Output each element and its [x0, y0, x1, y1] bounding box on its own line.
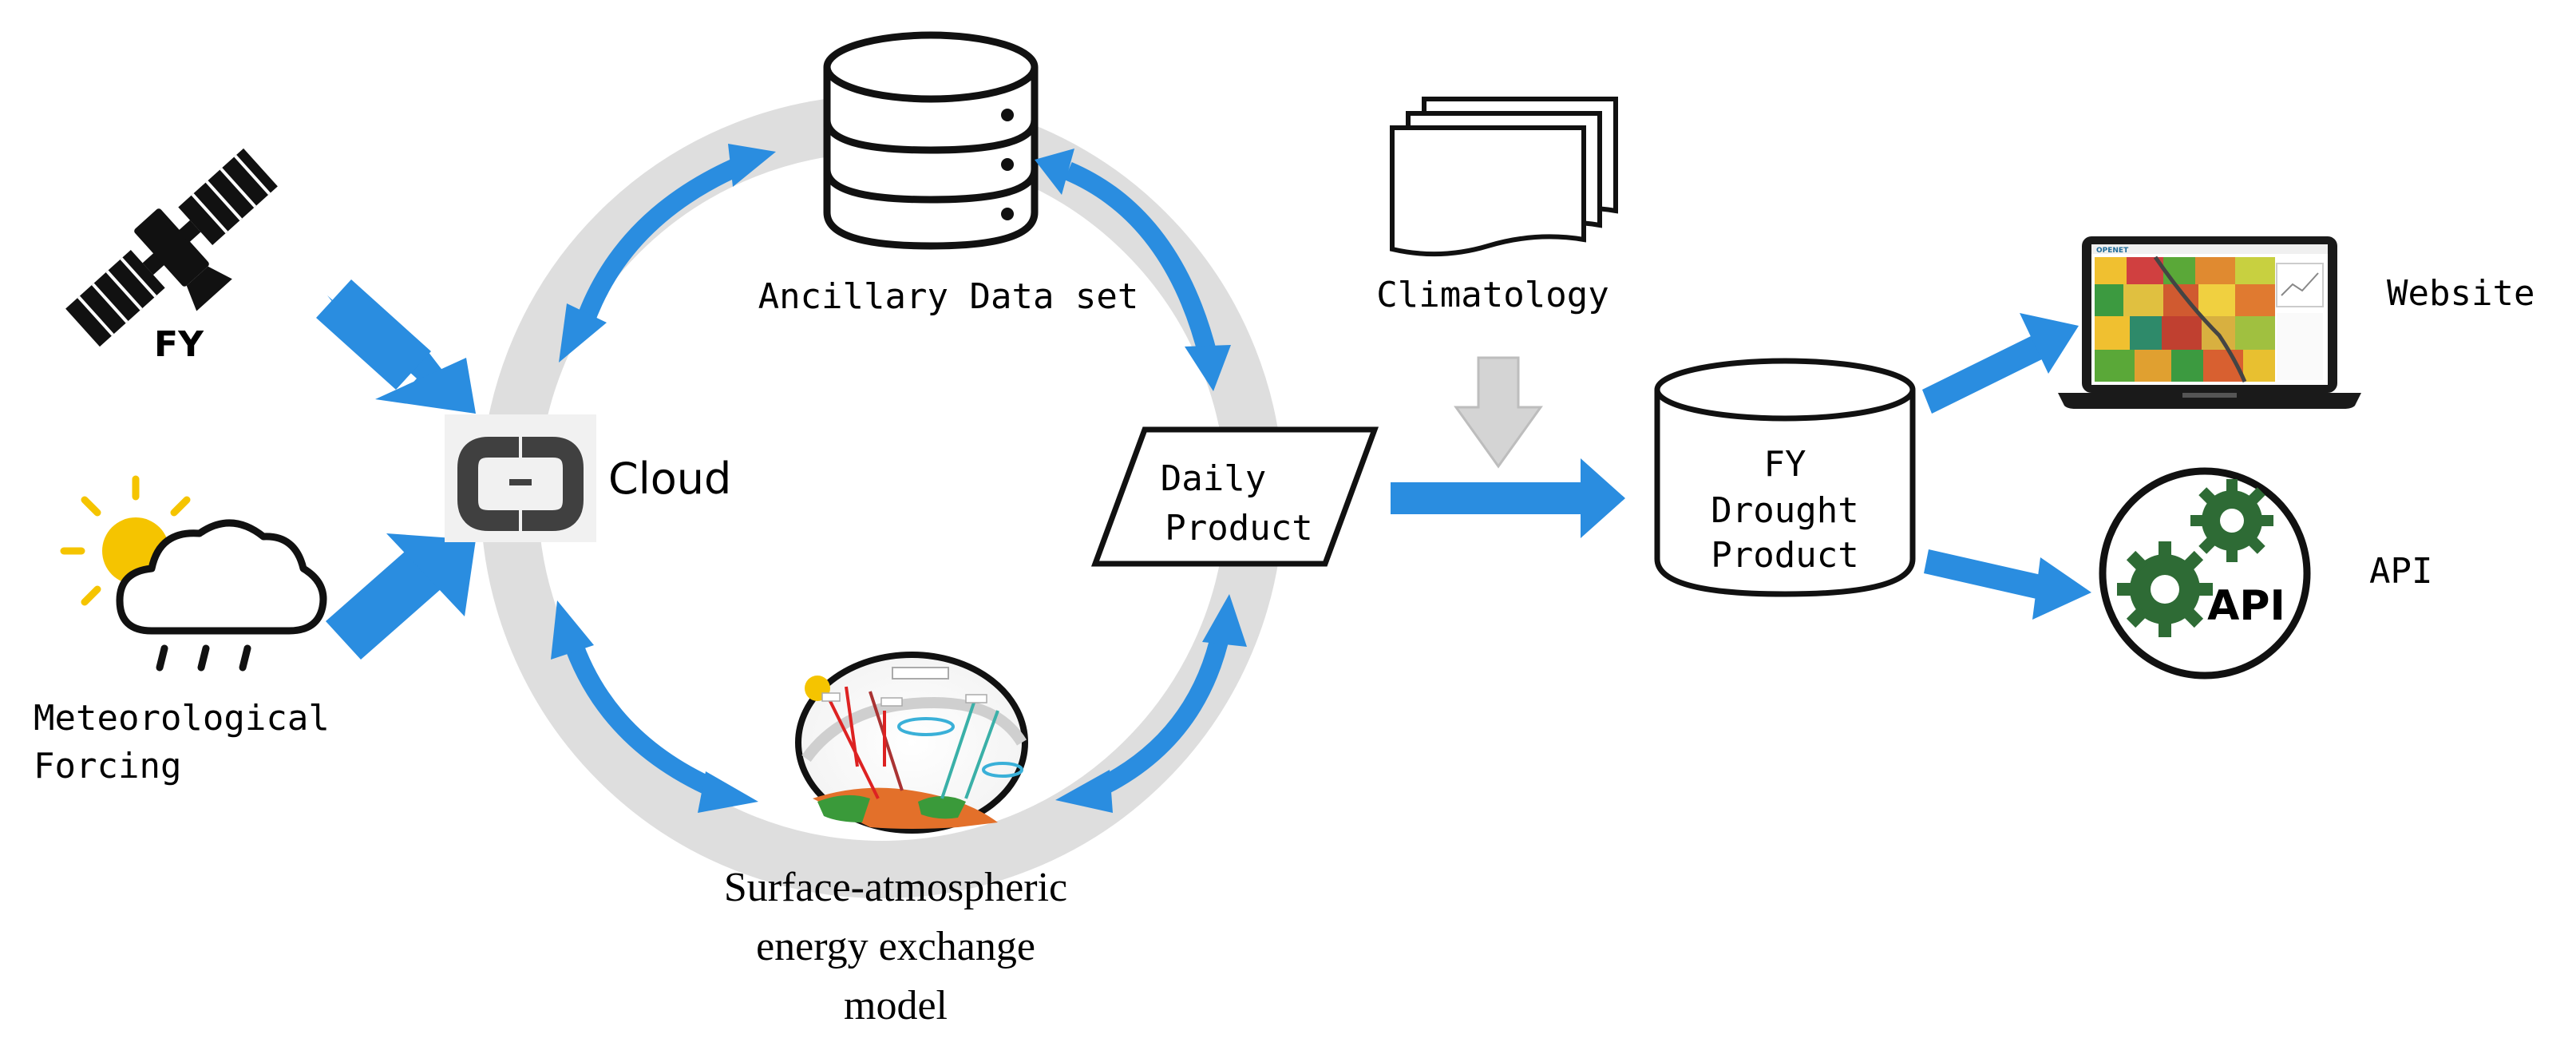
drought-label-line3: Product: [1711, 535, 1858, 576]
laptop-map-icon: OPENET: [2058, 236, 2361, 409]
satellite-label: FY: [154, 324, 204, 365]
satellite-icon: [65, 148, 278, 347]
stacked-documents-icon: [1390, 97, 1618, 257]
daily-product-label-line2: Product: [1165, 508, 1312, 549]
meteorological-label-line1: Meteorological: [34, 698, 330, 739]
weather-to-cloud-arrow-head: [386, 533, 476, 616]
meteorological-label-line2: Forcing: [34, 746, 181, 787]
api-label: API: [2369, 551, 2432, 592]
daily-product-label-line1: Daily: [1161, 458, 1266, 499]
satellite-to-cloud-arrow-head: [375, 358, 476, 414]
daily-to-drought-arrow: [1391, 458, 1625, 538]
model-label-line1: Surface-atmospheric: [724, 865, 1067, 910]
ancillary-label: Ancillary Data set: [758, 276, 1139, 317]
web-brand: OPENET: [2096, 247, 2129, 255]
weather-to-cloud-arrow-body: [326, 551, 441, 660]
daily-product-node: [1090, 426, 1379, 567]
ring-arrowheads: [551, 144, 1247, 813]
drought-product-cylinder: [1654, 358, 1916, 597]
website-label: Website: [2387, 273, 2534, 314]
cloud-label: Cloud: [608, 454, 731, 504]
drought-label-line2: Drought: [1711, 490, 1858, 531]
drought-label-line1: FY: [1764, 444, 1806, 485]
database-daily-arc: [1064, 161, 1218, 360]
satellite-to-cloud-arrow-body: [316, 279, 431, 390]
model-daily-arc: [1089, 628, 1231, 799]
api-badge: API: [2207, 582, 2285, 630]
drought-to-api-arrow-head: [2032, 557, 2091, 620]
model-label-line3: model: [844, 983, 948, 1028]
sun-rain-cloud-icon: [60, 475, 327, 672]
cloud-model-arc: [562, 636, 722, 800]
cloud-database-arc: [575, 155, 746, 327]
drought-to-website-arrow-head: [2020, 313, 2079, 374]
drought-to-api-arrow-body: [1924, 549, 2048, 600]
ring-cycle-arrows: [562, 155, 1231, 800]
climatology-label: Climatology: [1376, 275, 1609, 315]
gear-api-icon: API: [2099, 467, 2311, 680]
database-icon: [823, 31, 1039, 250]
drought-to-website-arrow-body: [1922, 335, 2042, 414]
energy-balance-illustration: [795, 652, 1028, 834]
climatology-down-arrow: [1454, 356, 1543, 469]
model-label-line2: energy exchange: [756, 924, 1035, 969]
cloud-node: [445, 414, 596, 542]
